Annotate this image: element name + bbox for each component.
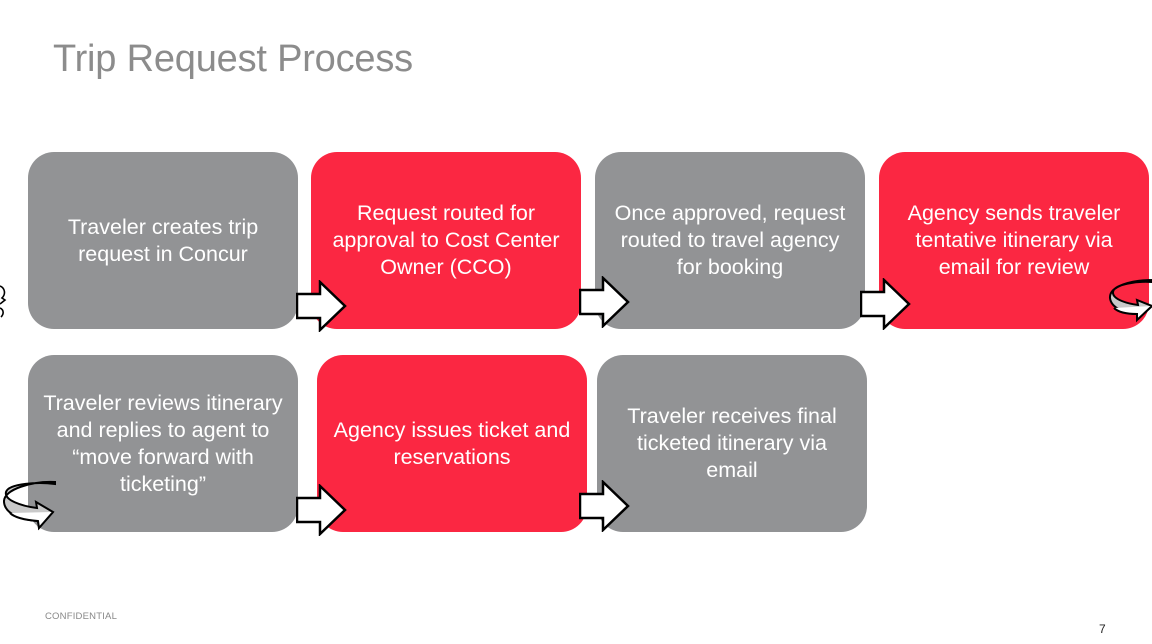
slide-title: Trip Request Process <box>53 38 413 80</box>
page-number: 7 <box>1099 622 1106 636</box>
flow-arrow-5-icon <box>579 480 630 532</box>
confidential-footer: CONFIDENTIAL <box>45 611 118 622</box>
step-1-box: Traveler creates trip request in Concur <box>28 152 298 329</box>
step-5-box: Traveler reviews itinerary and replies t… <box>28 355 298 532</box>
partial-curved-arrow-icon <box>0 285 7 318</box>
curved-continue-arrow-left-icon <box>3 480 56 531</box>
step-6-box: Agency issues ticket and reservations <box>317 355 587 532</box>
flow-arrow-3-icon <box>860 278 911 330</box>
step-3-box: Once approved, request routed to travel … <box>595 152 865 329</box>
curved-return-arrow-right-icon <box>1109 278 1152 323</box>
step-4-box: Agency sends traveler tentative itinerar… <box>879 152 1149 329</box>
flow-arrow-2-icon <box>579 276 630 328</box>
step-2-box: Request routed for approval to Cost Cent… <box>311 152 581 329</box>
step-7-box: Traveler receives final ticketed itinera… <box>597 355 867 532</box>
flow-arrow-4-icon <box>296 484 347 536</box>
flow-arrow-1-icon <box>296 280 347 332</box>
